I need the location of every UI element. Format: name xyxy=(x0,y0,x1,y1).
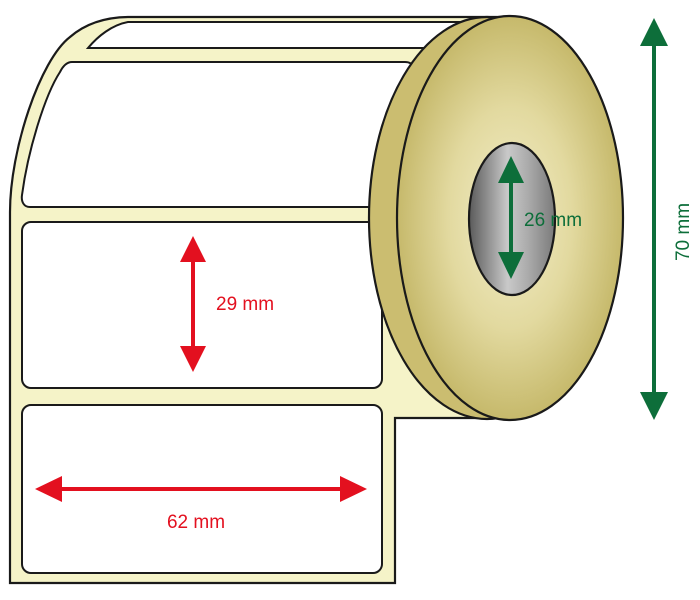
arrow-head-down-icon xyxy=(498,252,524,279)
label-width-text: 62 mm xyxy=(167,512,225,533)
core-diameter-dimension: 26 mm xyxy=(498,156,582,279)
label-width-dimension: 62 mm xyxy=(35,476,367,533)
roll-diameter-text: 70 mm xyxy=(673,203,694,261)
arrow-head-down-icon xyxy=(180,346,206,372)
arrow-head-up-icon xyxy=(498,156,524,183)
arrow-head-down-icon xyxy=(640,392,668,420)
roll-diameter-dimension: 70 mm xyxy=(640,18,694,420)
label-height-text: 29 mm xyxy=(216,294,274,315)
label-middle xyxy=(21,221,383,389)
label-height-dimension: 29 mm xyxy=(180,236,274,372)
roll-side-face xyxy=(367,14,625,422)
label-top-sliver xyxy=(85,21,471,49)
arrow-head-left-icon xyxy=(35,476,62,502)
label-curved xyxy=(20,61,417,208)
arrow-head-up-icon xyxy=(640,18,668,46)
core-diameter-text: 26 mm xyxy=(524,210,582,231)
arrow-head-right-icon xyxy=(340,476,367,502)
arrow-head-up-icon xyxy=(180,236,206,262)
